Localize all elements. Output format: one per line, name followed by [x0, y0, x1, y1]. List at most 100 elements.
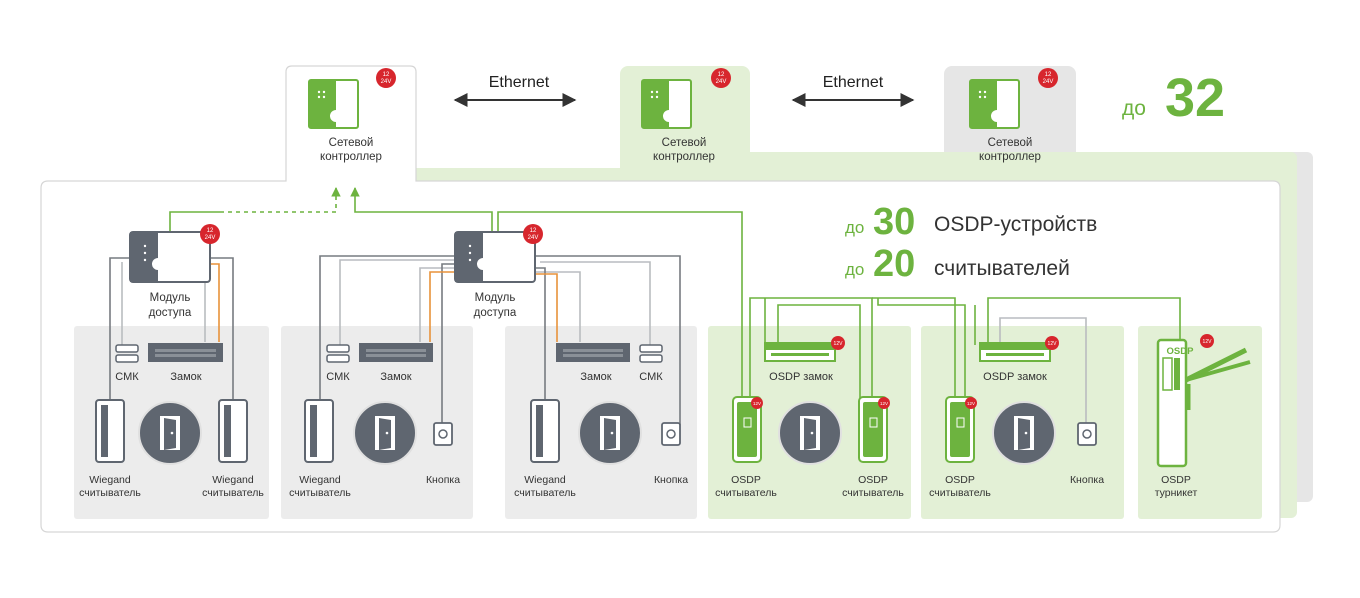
svg-text:12: 12 [530, 228, 537, 234]
svg-text:Wiegand: Wiegand [524, 474, 566, 486]
power-badge-icon [523, 224, 543, 244]
svg-text:Замок: Замок [580, 371, 611, 383]
osdp-reader-icon: 12V [732, 396, 763, 463]
power-badge-icon [751, 397, 763, 409]
group-1-devices: СМК Замок Wiegand считыватель Wiegand сч… [79, 343, 264, 499]
osdp-limit-2-text: считывателей [934, 257, 1070, 280]
lock-icon [359, 343, 433, 362]
door-icon [778, 401, 842, 465]
svg-text:Кнопка: Кнопка [1070, 474, 1104, 486]
ethernet-label-1: Ethernet [489, 74, 550, 91]
turnstile-icon: 12V [1156, 334, 1251, 468]
osdp-lock-icon: 12V [979, 336, 1059, 362]
osdp-limit-1-prefix: до [845, 218, 864, 237]
svg-text:12V: 12V [880, 401, 888, 406]
ethernet-label-2: Ethernet [823, 74, 884, 91]
osdp-reader-icon: 12V [945, 396, 977, 463]
osdp-reader-icon: 12V [858, 396, 890, 463]
power-badge-icon [1038, 68, 1058, 88]
svg-text:считыватель: считыватель [202, 487, 264, 499]
svg-text:24V: 24V [528, 235, 539, 241]
osdp-limit-2-prefix: до [845, 260, 864, 279]
svg-text:OSDP: OSDP [945, 474, 975, 486]
osdp-limit-1-number: 30 [873, 201, 915, 243]
max-controllers-prefix: до [1122, 97, 1146, 120]
svg-text:24V: 24V [716, 79, 727, 85]
cmk-sensor-icon [639, 344, 663, 363]
power-badge-icon [1045, 336, 1059, 350]
access-module-2: 12 24V Модуль доступа [454, 224, 543, 319]
svg-text:24V: 24V [205, 235, 216, 241]
svg-text:Модуль: Модуль [150, 292, 191, 304]
power-badge-icon [1200, 334, 1214, 348]
svg-text:считыватель: считыватель [79, 487, 141, 499]
svg-text:считыватель: считыватель [929, 487, 991, 499]
svg-text:OSDP: OSDP [731, 474, 761, 486]
controller-3-label-line1: Сетевой [988, 137, 1033, 149]
wiegand-reader-icon [304, 399, 334, 463]
svg-text:12V: 12V [753, 401, 761, 406]
power-badge-icon [376, 68, 396, 88]
door-icon [353, 401, 417, 465]
network-controller-2: 12 24V Сетевой контроллер [641, 68, 731, 163]
svg-text:12V: 12V [967, 401, 975, 406]
controller-2-label-line2: контроллер [653, 151, 715, 163]
osdp-lock-icon: 12V [764, 336, 845, 362]
door-icon [578, 401, 642, 465]
svg-text:Кнопка: Кнопка [426, 474, 460, 486]
controller-1-label-line1: Сетевой [329, 137, 374, 149]
exit-button-icon [433, 422, 453, 446]
cmk-sensor-icon [115, 344, 139, 363]
svg-text:считыватель: считыватель [715, 487, 777, 499]
svg-text:OSDP замок: OSDP замок [769, 371, 833, 383]
svg-text:доступа: доступа [474, 307, 517, 319]
group-6-devices: 12V OSDP OSDP турникет [1155, 334, 1251, 499]
osdp-limit-2-number: 20 [873, 243, 915, 285]
svg-text:12V: 12V [834, 341, 844, 347]
svg-text:СМК: СМК [326, 371, 350, 383]
svg-text:12: 12 [1045, 72, 1052, 78]
svg-text:СМК: СМК [115, 371, 139, 383]
osdp-limit-1-text: OSDP-устройств [934, 213, 1097, 236]
exit-button-icon [661, 422, 681, 446]
power-badge-icon [831, 336, 845, 350]
svg-text:турникет: турникет [1155, 487, 1198, 499]
svg-text:СМК: СМК [639, 371, 663, 383]
svg-text:OSDP замок: OSDP замок [983, 371, 1047, 383]
svg-text:12: 12 [207, 228, 214, 234]
network-controller-3: 12 24V Сетевой контроллер [969, 68, 1058, 163]
svg-text:OSDP: OSDP [858, 474, 888, 486]
lock-icon [556, 343, 630, 362]
svg-text:12: 12 [718, 72, 725, 78]
network-controller-1: 12 24V Сетевой контроллер [308, 68, 396, 163]
svg-text:OSDP: OSDP [1161, 474, 1191, 486]
svg-text:12V: 12V [1203, 339, 1213, 345]
turnstile-badge: OSDP [1167, 346, 1195, 357]
svg-text:считыватель: считыватель [514, 487, 576, 499]
svg-text:Wiegand: Wiegand [299, 474, 341, 486]
controller-3-label-line2: контроллер [979, 151, 1041, 163]
power-badge-icon [878, 397, 890, 409]
access-module-1: 12 24V Модуль доступа [129, 224, 220, 319]
group-5-devices: 12V OSDP замок 12V OSDP считыватель Кноп… [929, 336, 1104, 499]
wiegand-reader-icon [530, 399, 560, 463]
svg-text:Замок: Замок [170, 371, 201, 383]
svg-text:Wiegand: Wiegand [89, 474, 131, 486]
power-badge-icon [965, 397, 977, 409]
power-badge-icon [200, 224, 220, 244]
svg-text:Модуль: Модуль [475, 292, 516, 304]
svg-text:считыватель: считыватель [289, 487, 351, 499]
power-badge-icon [711, 68, 731, 88]
group-2-devices: СМК Замок Wiegand считыватель Кнопка [289, 343, 460, 499]
max-controllers-number: 32 [1165, 68, 1225, 128]
group-4-devices: 12V OSDP замок 12V 12V OSDP считыватель … [715, 336, 904, 499]
svg-text:доступа: доступа [149, 307, 192, 319]
exit-button-icon [1077, 422, 1097, 446]
door-icon [138, 401, 202, 465]
svg-text:Wiegand: Wiegand [212, 474, 254, 486]
svg-text:24V: 24V [1043, 79, 1054, 85]
controller-1-label-line2: контроллер [320, 151, 382, 163]
svg-text:12V: 12V [1048, 341, 1058, 347]
controller-2-label-line1: Сетевой [662, 137, 707, 149]
